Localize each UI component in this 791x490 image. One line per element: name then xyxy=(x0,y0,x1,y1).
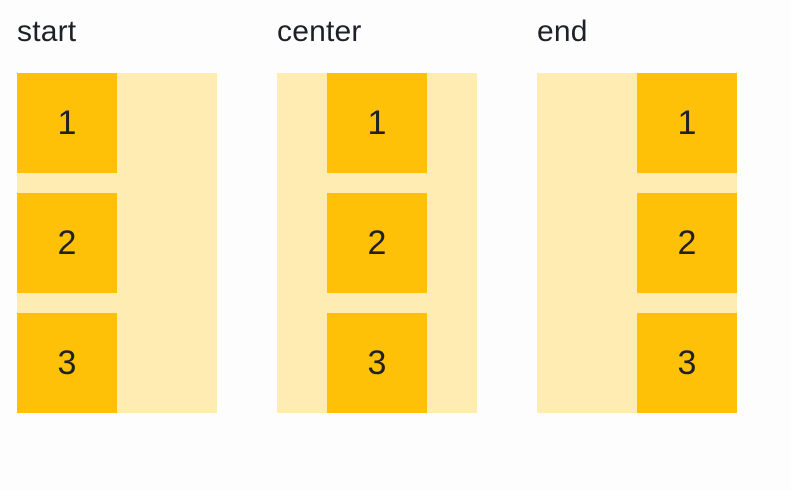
alignment-group-start: start 1 2 3 xyxy=(17,12,217,413)
alignment-group-center: center 1 2 3 xyxy=(277,12,477,413)
numbered-box: 3 xyxy=(327,313,427,413)
alignment-group-end: end 1 2 3 xyxy=(537,12,737,413)
flex-container-center: 1 2 3 xyxy=(277,73,477,413)
numbered-box: 1 xyxy=(637,73,737,173)
group-label: end xyxy=(537,15,588,48)
numbered-box: 1 xyxy=(17,73,117,173)
numbered-box: 3 xyxy=(637,313,737,413)
numbered-box: 2 xyxy=(637,193,737,293)
numbered-box: 3 xyxy=(17,313,117,413)
numbered-box: 2 xyxy=(327,193,427,293)
flex-container-end: 1 2 3 xyxy=(537,73,737,413)
numbered-box: 1 xyxy=(327,73,427,173)
group-label: center xyxy=(277,15,362,48)
group-label: start xyxy=(17,15,77,48)
flex-container-start: 1 2 3 xyxy=(17,73,217,413)
alignment-demo: start 1 2 3 center 1 2 3 end 1 2 3 xyxy=(17,12,737,413)
numbered-box: 2 xyxy=(17,193,117,293)
